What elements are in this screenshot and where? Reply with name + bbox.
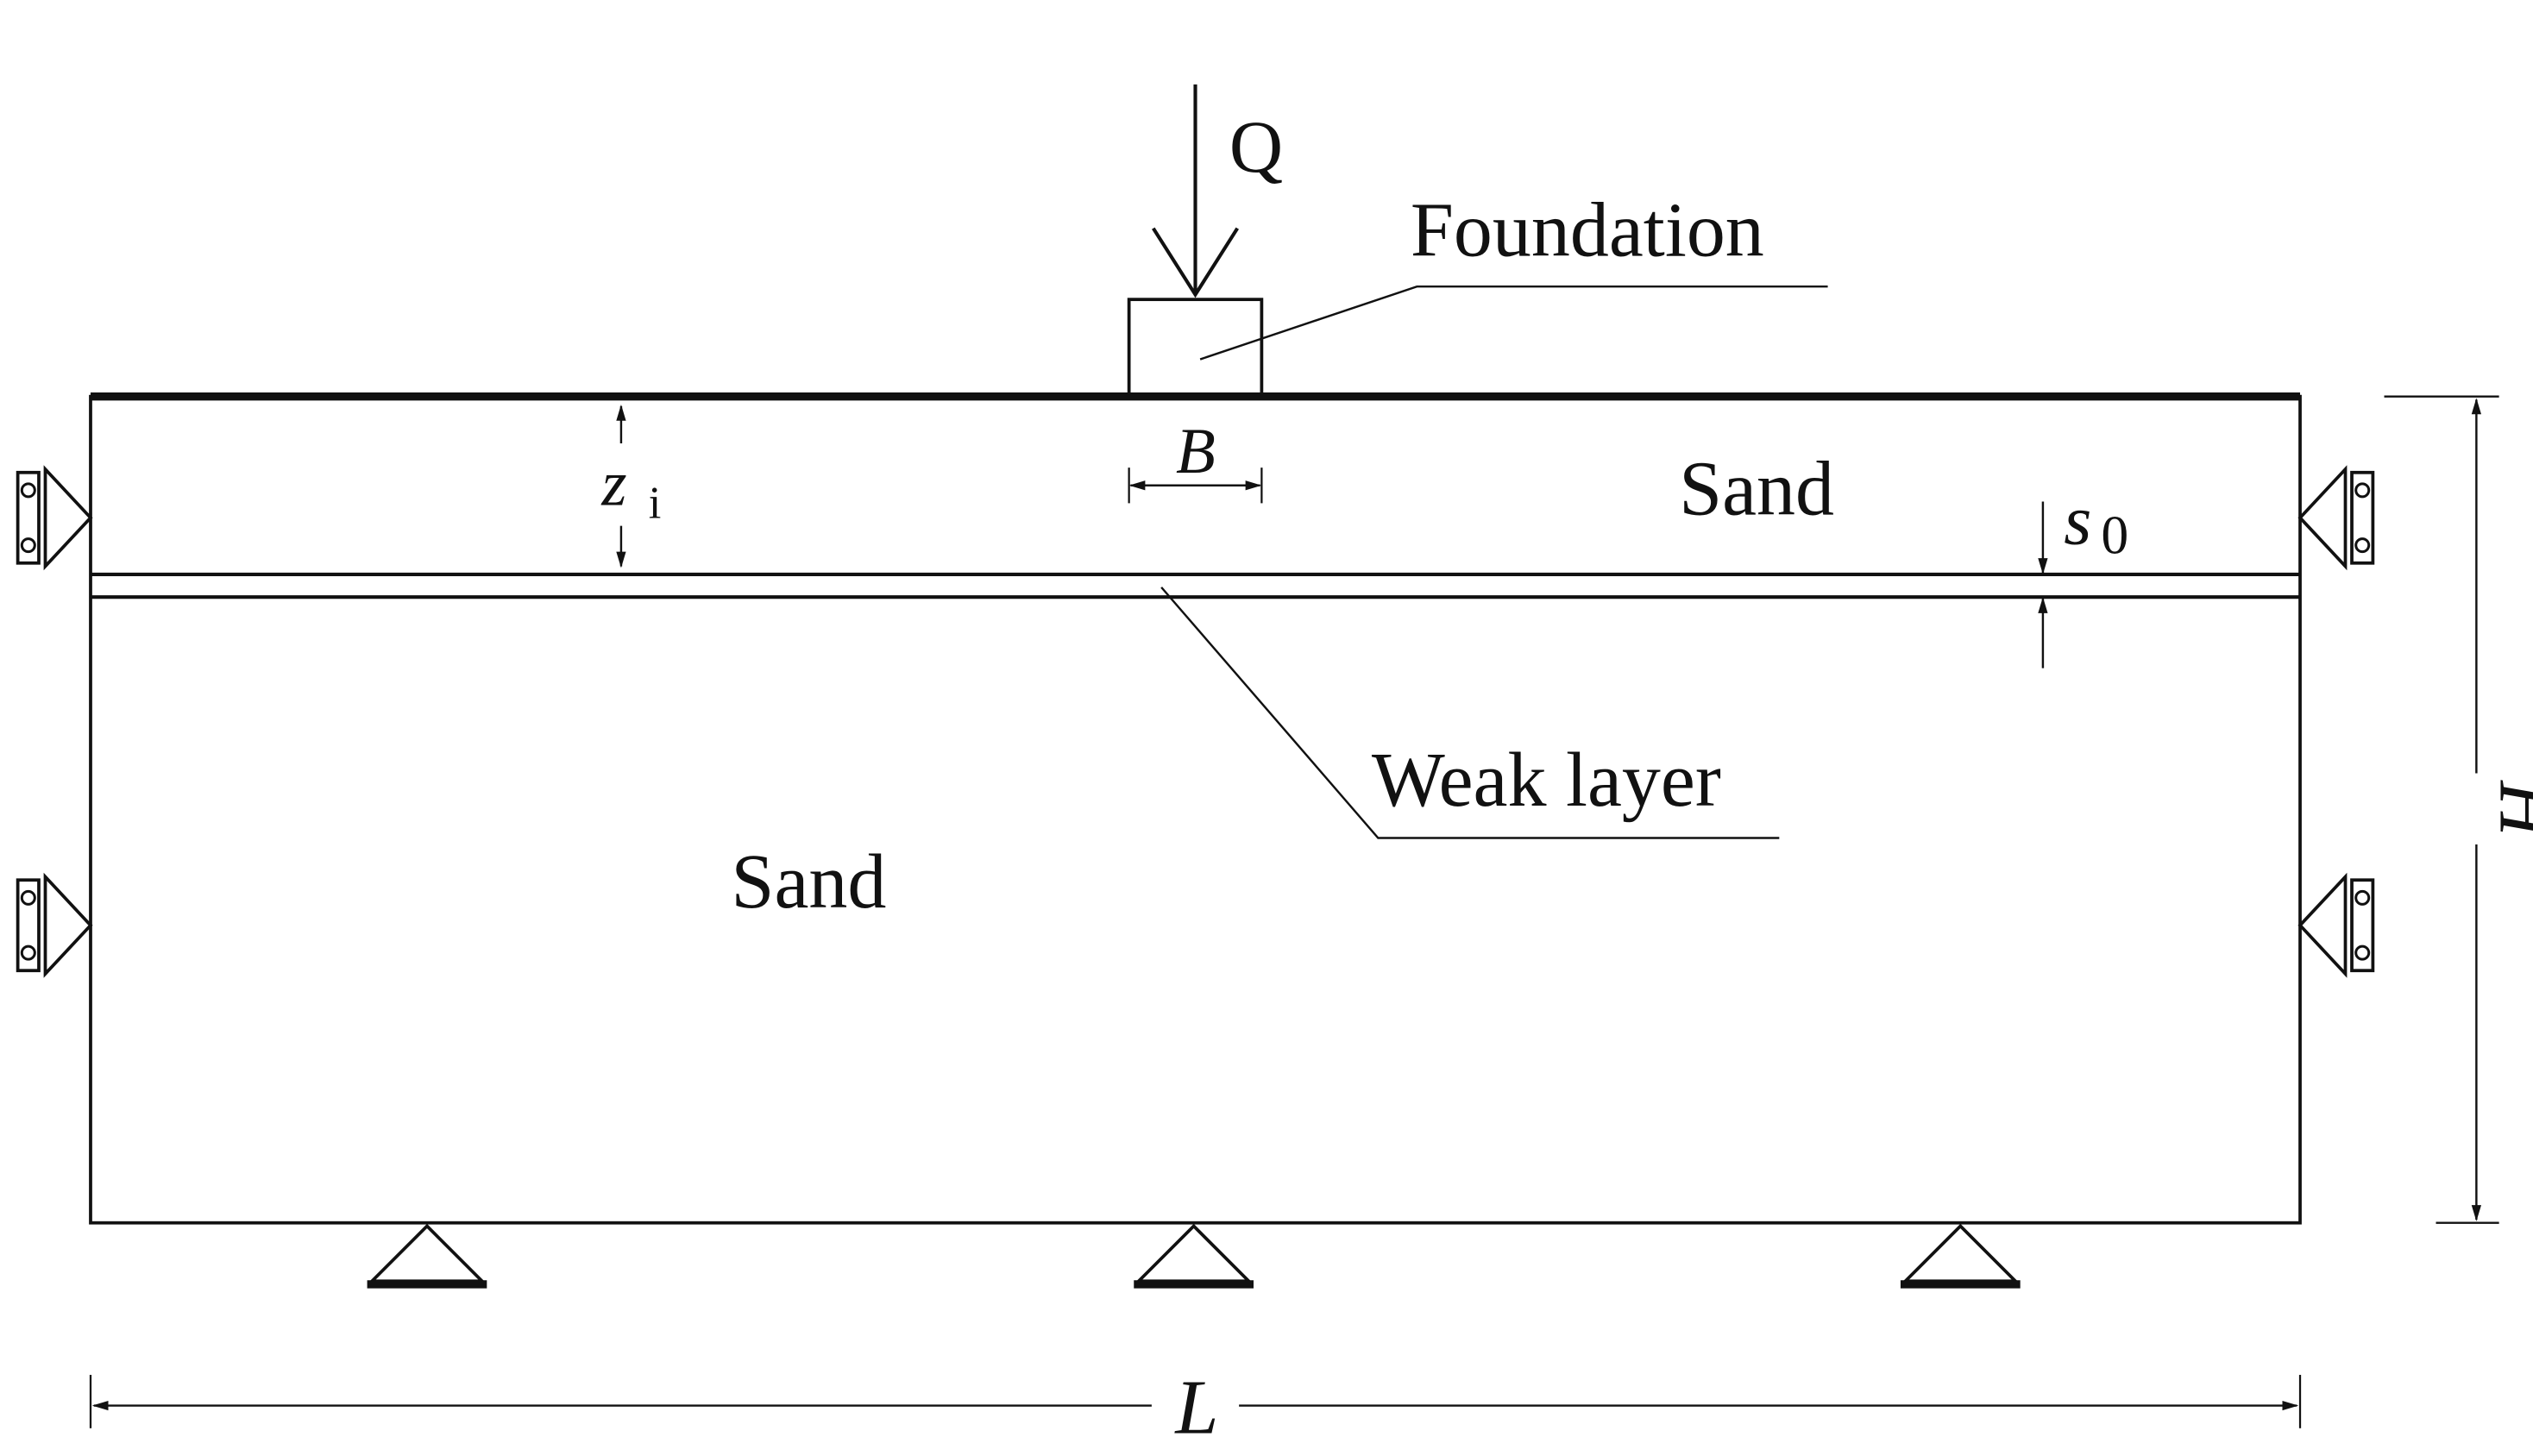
bottom-pin-support-right [1900, 1223, 2021, 1289]
right-roller-support-upper [2297, 465, 2375, 571]
weak-layer [90, 572, 2301, 599]
foundation-leader [1199, 285, 1828, 361]
weak-layer-label: Weak layer [1372, 737, 1721, 823]
length-label-l: L [1173, 1365, 1218, 1450]
right-roller-support-lower [2297, 872, 2375, 978]
width-dimension-b [1128, 468, 1263, 504]
weak-layer-leader [1160, 587, 1780, 839]
sand-top-label: Sand [1679, 447, 1834, 532]
length-dimension-l [89, 1374, 2302, 1428]
left-roller-support-upper [16, 465, 93, 571]
bottom-pin-support-left [367, 1223, 487, 1289]
depth-label-z: z [600, 448, 626, 519]
soil-domain [89, 392, 2302, 1225]
foundation-block [1127, 298, 1264, 399]
bottom-pin-support-center [1134, 1223, 1254, 1289]
sand-bottom-label: Sand [731, 839, 886, 925]
thickness-label-s: s [2064, 480, 2091, 559]
foundation-label: Foundation [1411, 188, 1764, 273]
height-label-h: H [2484, 780, 2533, 841]
load-label: Q [1229, 105, 1283, 188]
width-label-b: B [1176, 416, 1216, 487]
height-dimension-h [2384, 395, 2499, 1224]
depth-label-i: i [649, 478, 662, 528]
left-roller-support-lower [16, 872, 93, 978]
thickness-label-0: 0 [2101, 505, 2128, 566]
load-arrow [1152, 84, 1239, 298]
